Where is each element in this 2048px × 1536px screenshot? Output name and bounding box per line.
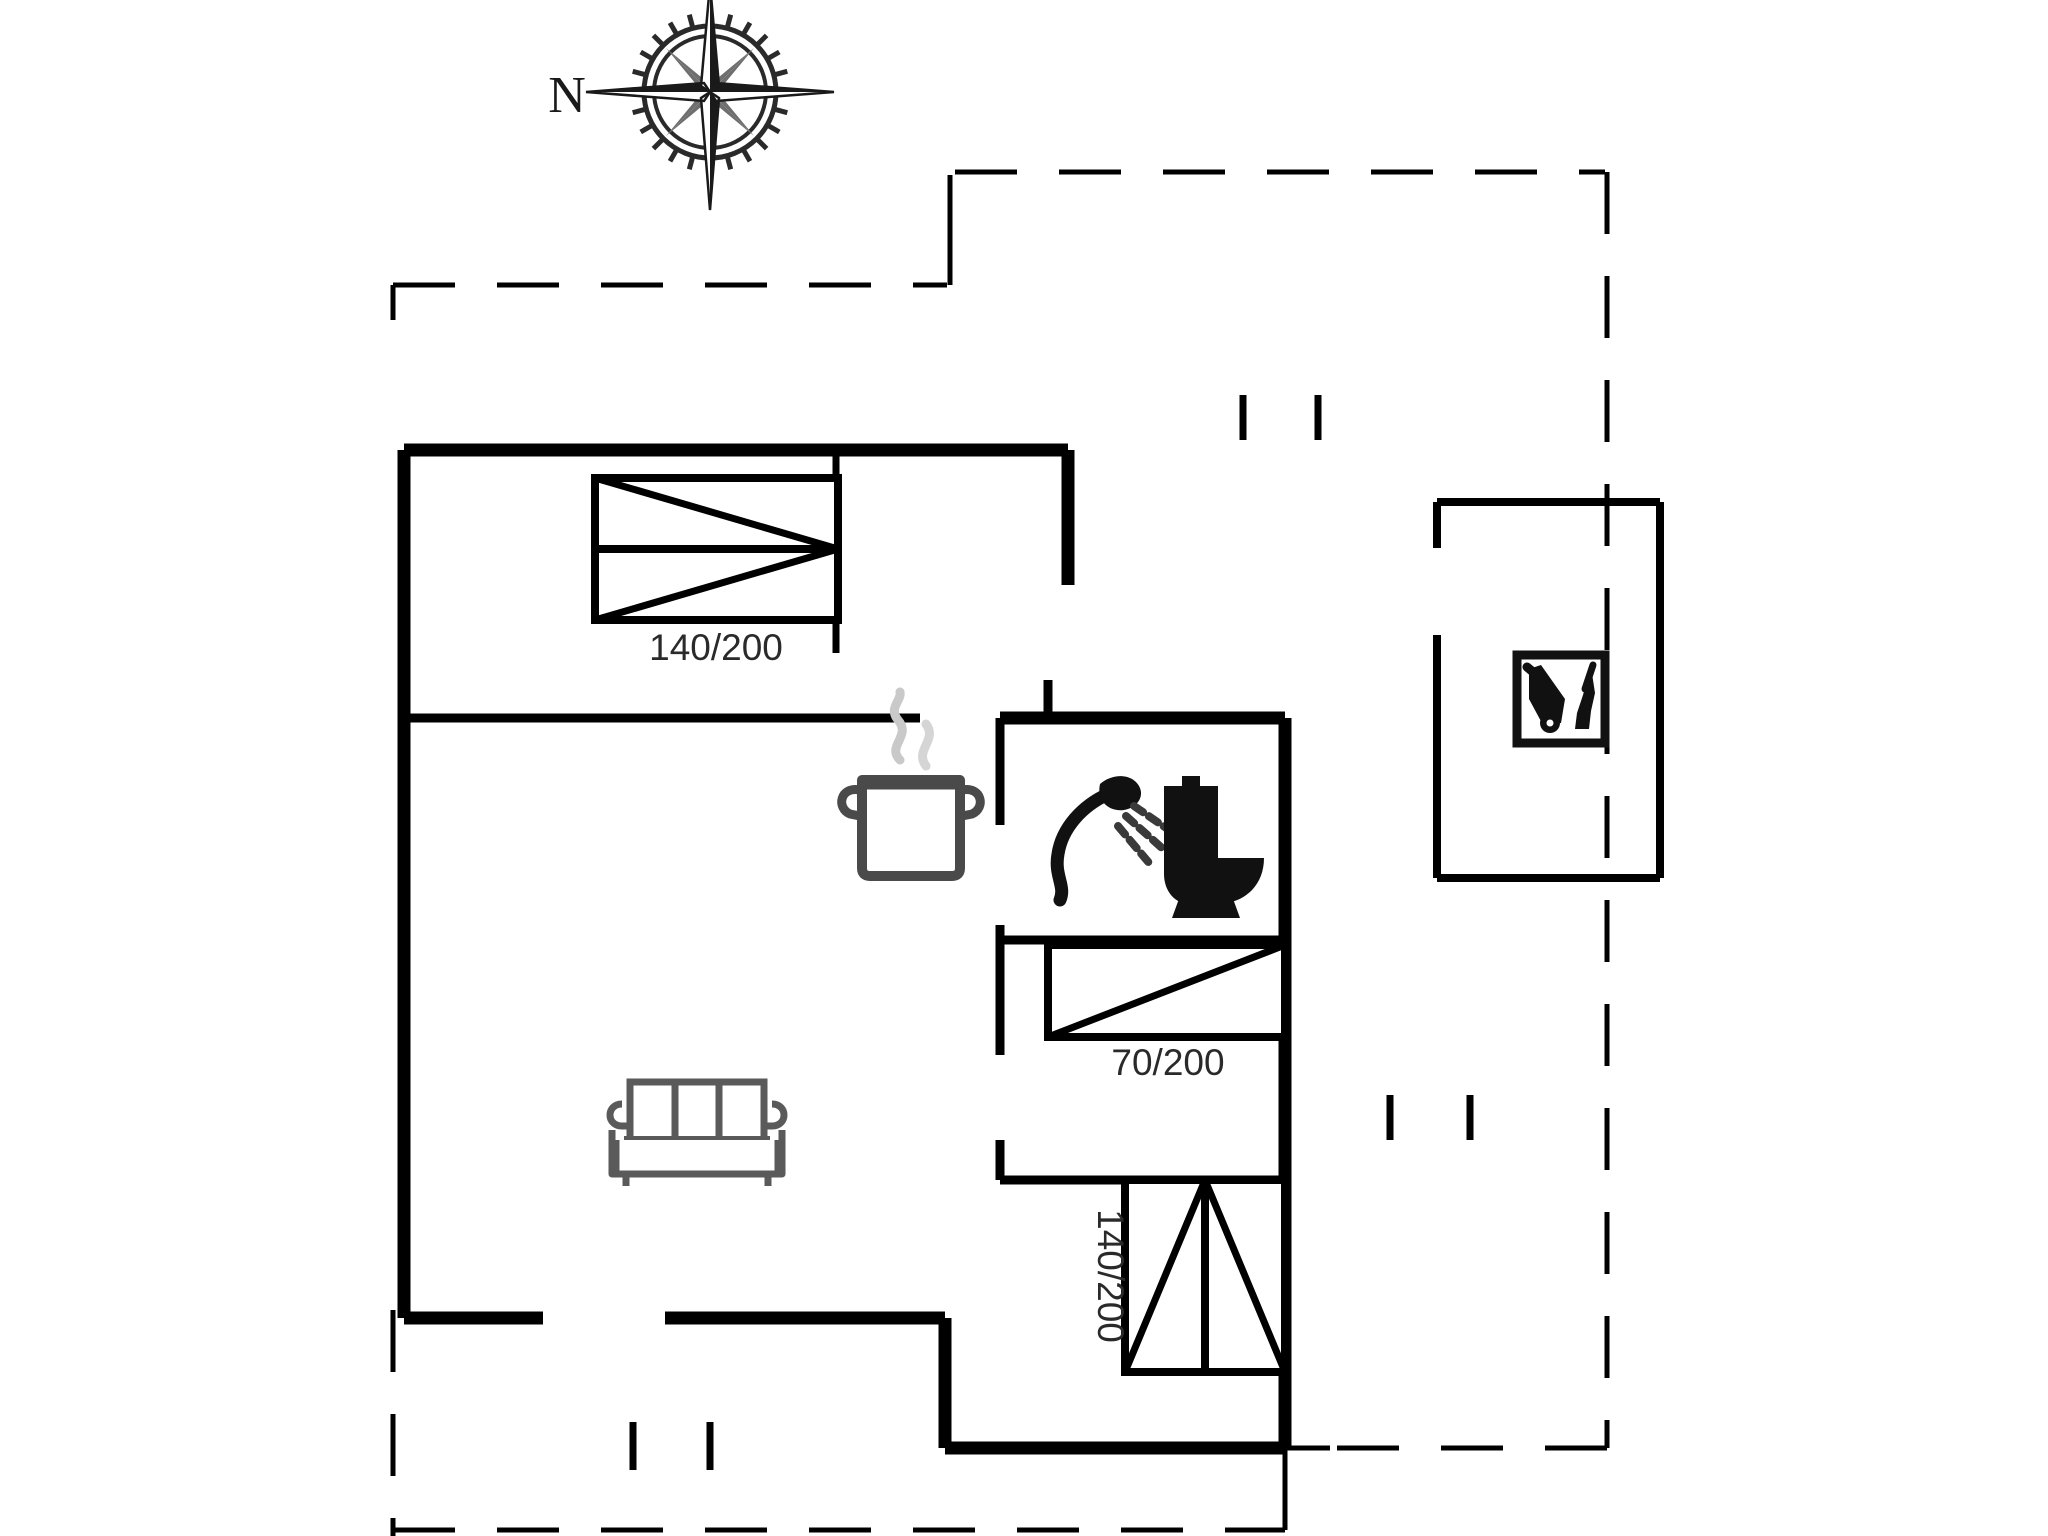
bed-upper-double-diagonal-bottom bbox=[594, 545, 839, 624]
opening-tick-marks bbox=[629, 395, 1474, 1470]
bed-single bbox=[1044, 941, 1289, 1041]
garden-tools-icon bbox=[1512, 650, 1610, 748]
bed-upper-double-label: 140/200 bbox=[649, 627, 783, 668]
compass-north-label: N bbox=[548, 67, 586, 124]
sofa-icon bbox=[606, 1078, 788, 1186]
bed-single-label: 70/200 bbox=[1111, 1042, 1224, 1083]
cooking-pot-icon bbox=[837, 687, 985, 881]
bed-lower-double-diagonal-left bbox=[1121, 1178, 1209, 1374]
terrace-outline bbox=[393, 169, 1605, 288]
bed-lower-double-label: 140/200 bbox=[1090, 1209, 1131, 1343]
shed-outline bbox=[1433, 498, 1664, 882]
bed-upper-double-diagonal-top bbox=[594, 474, 839, 553]
terrace-outline-solid-joints bbox=[390, 175, 953, 320]
compass-rose-icon bbox=[585, 0, 835, 211]
bed-single-diagonal bbox=[1046, 941, 1287, 1041]
bed-lower-double-diagonal-right bbox=[1201, 1178, 1289, 1374]
terrace-outline-right bbox=[1290, 172, 1610, 1451]
bed-lower-double bbox=[1121, 1176, 1289, 1376]
toilet-icon bbox=[1164, 776, 1264, 918]
bed-upper-double bbox=[591, 474, 842, 624]
